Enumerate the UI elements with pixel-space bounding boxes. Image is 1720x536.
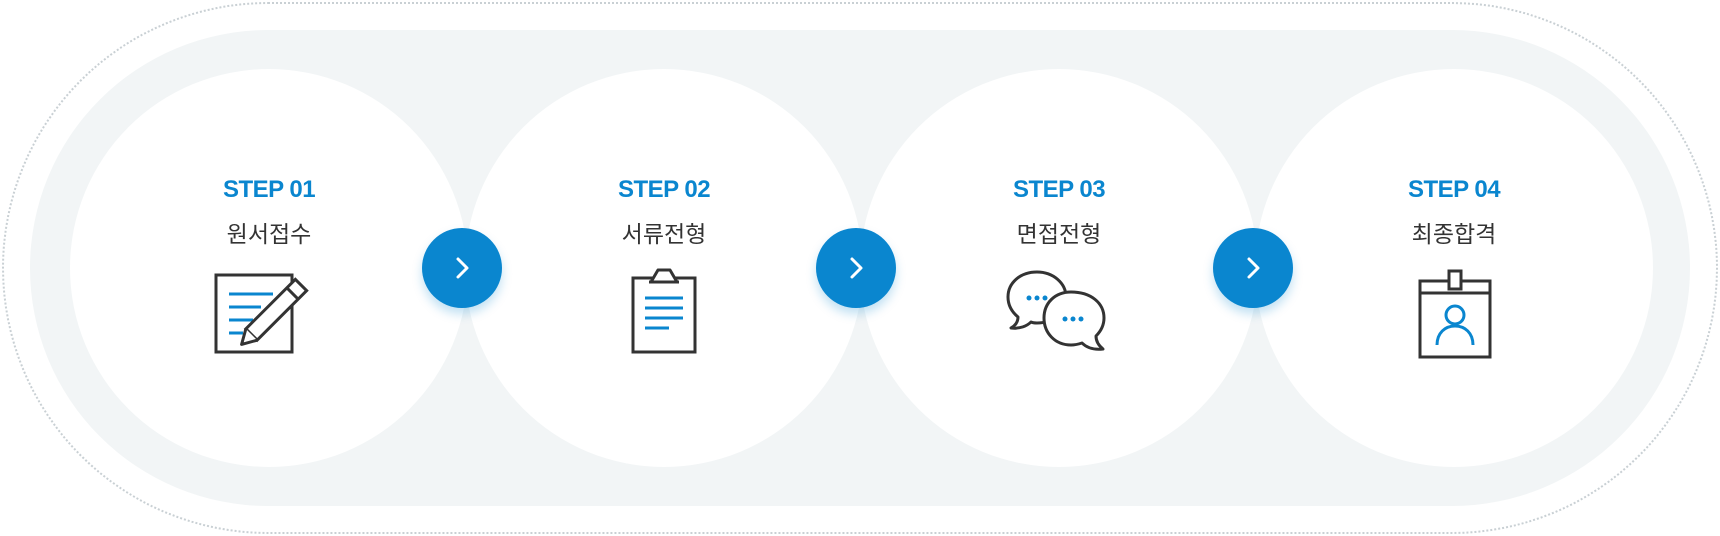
step-title: 최종합격 bbox=[1411, 222, 1497, 248]
step-title: 서류전형 bbox=[621, 222, 707, 248]
chevron-right-icon bbox=[1247, 257, 1260, 279]
step-title: 면접전형 bbox=[1016, 222, 1102, 248]
step-3: STEP 03 면접전형 bbox=[860, 69, 1258, 467]
step-2: STEP 02 서류전형 bbox=[465, 69, 863, 467]
step-number: STEP 02 bbox=[617, 176, 711, 203]
chevron-right-icon bbox=[456, 257, 469, 279]
step-number: STEP 01 bbox=[222, 176, 316, 203]
step-number: STEP 03 bbox=[1012, 176, 1106, 203]
chat-bubbles-icon bbox=[1006, 270, 1106, 351]
chevron-right-icon bbox=[850, 257, 863, 279]
clipboard-icon bbox=[631, 268, 697, 354]
step-number: STEP 04 bbox=[1407, 176, 1501, 203]
application-pen-icon bbox=[214, 273, 309, 354]
step-4: STEP 04 최종합격 bbox=[1255, 69, 1653, 467]
step-title: 원서접수 bbox=[226, 222, 312, 248]
next-step-arrow-button[interactable] bbox=[816, 228, 896, 308]
id-badge-icon bbox=[1418, 269, 1492, 359]
next-step-arrow-button[interactable] bbox=[422, 228, 502, 308]
next-step-arrow-button[interactable] bbox=[1213, 228, 1293, 308]
step-1: STEP 01 원서접수 bbox=[70, 69, 468, 467]
